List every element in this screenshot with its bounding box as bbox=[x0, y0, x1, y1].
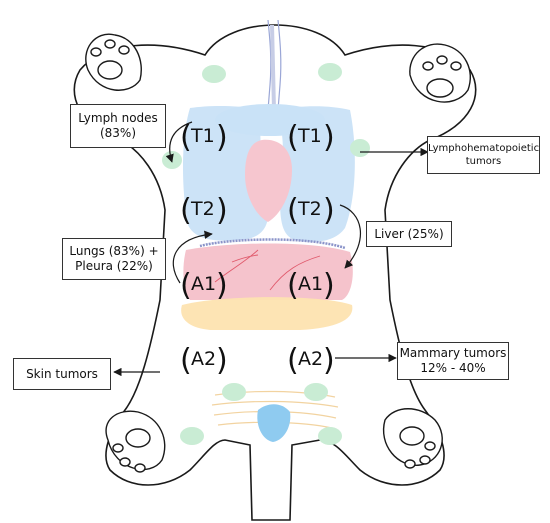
node-2 bbox=[318, 63, 342, 81]
region-a2-right: A2 bbox=[298, 348, 323, 370]
thorax-top bbox=[215, 104, 325, 136]
label-lungs-line1: Lungs (83%) + bbox=[69, 244, 159, 258]
intestine bbox=[181, 297, 353, 330]
label-lympho: Lymphohematopoietic tumors bbox=[427, 136, 540, 174]
paren: ( bbox=[180, 193, 192, 228]
region-t1-left: T1 bbox=[190, 125, 215, 147]
region-t1-right: T1 bbox=[297, 125, 322, 147]
lung-left bbox=[183, 105, 269, 241]
label-lymph-nodes-line1: Lymph nodes bbox=[78, 111, 158, 125]
paren: ( bbox=[287, 268, 299, 303]
label-skin-text: Skin tumors bbox=[26, 366, 98, 381]
label-lymph-nodes-line2: (83%) bbox=[99, 126, 137, 140]
label-lungs-line2: Pleura (22%) bbox=[75, 259, 153, 273]
label-lympho-line1: Lymphohematopoietic bbox=[427, 143, 540, 154]
node-7 bbox=[180, 427, 204, 445]
paren: ) bbox=[216, 343, 228, 378]
paren: ( bbox=[287, 193, 299, 228]
paw-top-right bbox=[409, 43, 471, 103]
paren: ( bbox=[180, 268, 192, 303]
paren: ) bbox=[216, 120, 228, 155]
liver-vessels bbox=[214, 249, 321, 291]
bladder bbox=[257, 404, 291, 442]
label-skin: Skin tumors bbox=[13, 358, 111, 390]
label-lungs: Lungs (83%) + Pleura (22%) bbox=[62, 238, 166, 280]
diaphragm bbox=[199, 238, 346, 250]
paren: ( bbox=[287, 120, 299, 155]
node-8 bbox=[318, 427, 342, 445]
label-lympho-line2: tumors bbox=[465, 156, 502, 167]
lower-intestine bbox=[211, 390, 339, 429]
region-a1-left: A1 bbox=[191, 273, 216, 295]
paren: ) bbox=[323, 343, 335, 378]
region-t2-right: T2 bbox=[297, 198, 322, 220]
paren: ) bbox=[323, 120, 335, 155]
esophagus bbox=[270, 24, 276, 111]
paren: ) bbox=[216, 268, 228, 303]
region-a1-right: A1 bbox=[298, 273, 323, 295]
node-5 bbox=[222, 383, 246, 401]
arrow-lymph-nodes bbox=[165, 121, 193, 163]
paren: ( bbox=[287, 343, 299, 378]
paren: ( bbox=[180, 343, 192, 378]
label-liver: Liver (25%) bbox=[366, 221, 452, 247]
label-mammary: Mammary tumors 12% - 40% bbox=[397, 342, 509, 380]
paw-bottom-right bbox=[382, 408, 443, 469]
node-4 bbox=[350, 139, 370, 157]
region-a2-left: A2 bbox=[191, 348, 216, 370]
trachea bbox=[267, 19, 282, 111]
label-liver-text: Liver (25%) bbox=[374, 226, 444, 241]
arrow-liver bbox=[339, 204, 361, 269]
label-mammary-line2: 12% - 40% bbox=[420, 361, 486, 375]
lung-right bbox=[278, 106, 355, 242]
paw-bottom-left bbox=[105, 410, 166, 473]
paren: ( bbox=[180, 120, 192, 155]
paren: ) bbox=[216, 193, 228, 228]
label-mammary-line1: Mammary tumors bbox=[399, 346, 507, 360]
arrow-lungs bbox=[172, 230, 213, 284]
label-lymph-nodes: Lymph nodes (83%) bbox=[70, 104, 166, 148]
node-6 bbox=[304, 383, 328, 401]
paren: ) bbox=[323, 268, 335, 303]
region-t2-left: T2 bbox=[190, 198, 215, 220]
paw-top-left bbox=[85, 33, 142, 91]
node-1 bbox=[202, 65, 226, 83]
paren: ) bbox=[323, 193, 335, 228]
liver-organ bbox=[183, 243, 353, 300]
heart bbox=[245, 139, 292, 222]
